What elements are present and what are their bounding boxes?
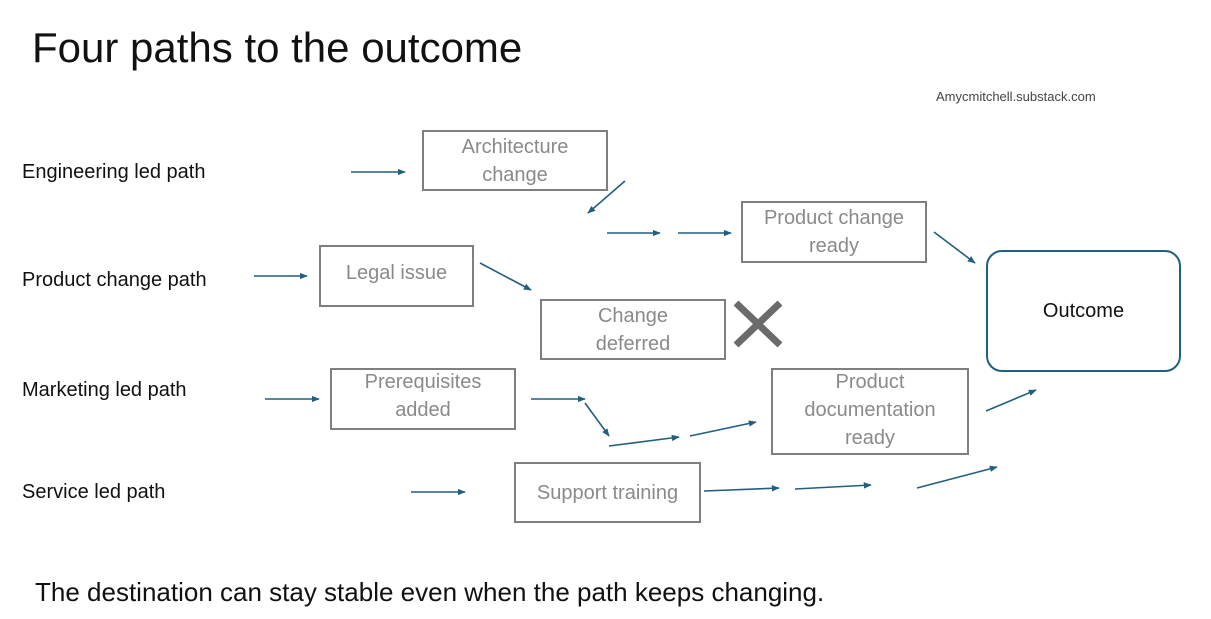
engineering-path-label: Engineering led path — [22, 161, 206, 183]
arrow-product-change-to-outcome — [933, 231, 976, 264]
support-training-box: Support training — [514, 462, 701, 523]
architecture-change-line-1: Architecture — [461, 135, 569, 158]
product-documentation-line-2: documentation — [804, 398, 936, 421]
arrow-marketing-mid-2 — [689, 420, 757, 437]
outcome-box: Outcome — [986, 250, 1181, 372]
product-documentation-ready-box: Product documentation ready — [771, 368, 969, 455]
arrow-legal-to-deferred — [479, 262, 532, 291]
product-change-ready-line-1: Product change — [763, 207, 905, 229]
product-documentation-line-1: Product — [835, 370, 905, 393]
arrow-marketing-mid-1 — [608, 434, 680, 447]
prerequisites-added-line-1: Prerequisites — [364, 371, 482, 393]
legal-issue-line-1: Legal issue — [345, 262, 448, 284]
outcome-label: Outcome — [1042, 299, 1125, 322]
prerequisites-added-box: Prerequisites added — [330, 368, 516, 430]
change-deferred-line-1: Change — [597, 304, 669, 327]
architecture-change-box: Architecture change — [422, 130, 608, 191]
architecture-change-line-2: change — [482, 163, 548, 186]
change-deferred-line-2: deferred — [595, 332, 671, 355]
prerequisites-added-line-2: added — [395, 399, 451, 421]
product-change-ready-box: Product change ready — [741, 201, 927, 263]
product-path-label: Product change path — [22, 269, 207, 291]
product-documentation-line-3: ready — [844, 426, 895, 449]
diagram-title: Four paths to the outcome — [32, 24, 523, 71]
arrow-prereq-down — [584, 402, 610, 437]
arrow-service-to-outcome — [916, 465, 998, 489]
caption: The destination can stay stable even whe… — [35, 577, 825, 607]
legal-issue-box: Legal issue — [319, 245, 474, 307]
cross-icon — [733, 300, 783, 348]
arrow-service-mid — [794, 482, 872, 490]
support-training-line-1: Support training — [536, 481, 679, 504]
product-change-ready-line-2: ready — [808, 235, 859, 257]
service-path-label: Service led path — [22, 481, 166, 503]
arrow-architecture-down — [587, 180, 626, 214]
source-credit: Amycmitchell.substack.com — [936, 89, 1096, 104]
change-deferred-box: Change deferred — [540, 299, 726, 360]
arrow-support-out — [703, 485, 780, 492]
arrow-documentation-to-outcome — [985, 389, 1037, 412]
marketing-path-label: Marketing led path — [22, 379, 187, 401]
